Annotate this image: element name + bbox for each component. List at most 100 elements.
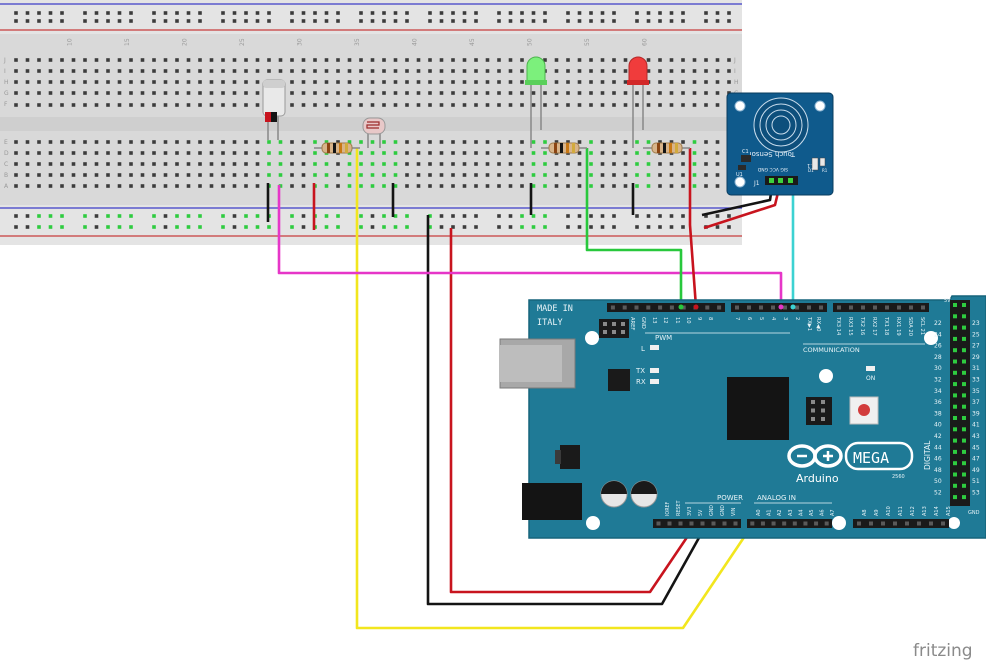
breadboard-hole[interactable] xyxy=(117,69,122,73)
breadboard-hole[interactable] xyxy=(669,173,674,177)
breadboard-hole[interactable] xyxy=(692,151,697,155)
rail-hole[interactable] xyxy=(520,214,524,218)
breadboard-hole[interactable] xyxy=(290,103,294,107)
breadboard-hole[interactable] xyxy=(382,80,386,84)
header-pin[interactable] xyxy=(760,521,765,526)
header-pin[interactable] xyxy=(962,449,966,454)
breadboard-hole[interactable] xyxy=(117,173,122,177)
breadboard-hole[interactable] xyxy=(129,184,133,188)
breadboard-hole[interactable] xyxy=(635,140,639,144)
breadboard-hole[interactable] xyxy=(347,162,352,166)
breadboard-hole[interactable] xyxy=(14,80,18,84)
breadboard-hole[interactable] xyxy=(152,162,156,166)
breadboard-hole[interactable] xyxy=(715,69,720,73)
header-pin[interactable] xyxy=(962,404,966,409)
breadboard-hole[interactable] xyxy=(129,80,133,84)
breadboard-hole[interactable] xyxy=(600,69,605,73)
breadboard-hole[interactable] xyxy=(612,151,616,155)
header-pin[interactable] xyxy=(953,438,957,443)
breadboard-hole[interactable] xyxy=(129,69,133,73)
rail-hole[interactable] xyxy=(359,225,363,229)
breadboard-hole[interactable] xyxy=(290,173,294,177)
breadboard-hole[interactable] xyxy=(301,140,306,144)
rail-hole[interactable] xyxy=(83,11,87,15)
rail-hole[interactable] xyxy=(508,214,513,218)
breadboard-hole[interactable] xyxy=(25,184,30,188)
breadboard-hole[interactable] xyxy=(71,162,76,166)
breadboard-hole[interactable] xyxy=(198,184,202,188)
breadboard-hole[interactable] xyxy=(221,151,225,155)
rail-hole[interactable] xyxy=(106,11,110,15)
breadboard-hole[interactable] xyxy=(577,69,582,73)
breadboard-hole[interactable] xyxy=(669,162,674,166)
breadboard-hole[interactable] xyxy=(290,162,294,166)
breadboard-hole[interactable] xyxy=(715,184,720,188)
breadboard-hole[interactable] xyxy=(370,69,375,73)
rail-hole[interactable] xyxy=(290,11,294,15)
breadboard-hole[interactable] xyxy=(589,80,593,84)
rail-hole[interactable] xyxy=(600,214,605,218)
rail-hole[interactable] xyxy=(129,19,133,23)
header-pin[interactable] xyxy=(953,483,957,488)
breadboard-hole[interactable] xyxy=(474,184,478,188)
breadboard-hole[interactable] xyxy=(589,58,593,62)
breadboard-hole[interactable] xyxy=(209,69,214,73)
breadboard-hole[interactable] xyxy=(612,69,616,73)
rail-hole[interactable] xyxy=(462,11,467,15)
breadboard-hole[interactable] xyxy=(267,69,271,73)
breadboard-hole[interactable] xyxy=(94,69,99,73)
breadboard-hole[interactable] xyxy=(704,103,708,107)
breadboard-hole[interactable] xyxy=(163,103,168,107)
rail-hole[interactable] xyxy=(646,19,651,23)
breadboard-hole[interactable] xyxy=(186,162,191,166)
breadboard-hole[interactable] xyxy=(566,80,570,84)
breadboard-hole[interactable] xyxy=(347,140,352,144)
breadboard-hole[interactable] xyxy=(83,184,87,188)
breadboard-hole[interactable] xyxy=(692,173,697,177)
rail-hole[interactable] xyxy=(635,214,639,218)
rail-hole[interactable] xyxy=(451,11,455,15)
rail-hole[interactable] xyxy=(117,214,122,218)
breadboard-hole[interactable] xyxy=(25,173,30,177)
breadboard-hole[interactable] xyxy=(221,162,225,166)
breadboard-hole[interactable] xyxy=(428,162,432,166)
breadboard-hole[interactable] xyxy=(704,69,708,73)
breadboard-hole[interactable] xyxy=(566,69,570,73)
header-pin[interactable] xyxy=(711,521,716,526)
breadboard-hole[interactable] xyxy=(520,91,524,95)
breadboard-hole[interactable] xyxy=(336,103,340,107)
breadboard-hole[interactable] xyxy=(577,151,582,155)
breadboard-hole[interactable] xyxy=(439,91,444,95)
header-pin[interactable] xyxy=(962,472,966,477)
breadboard-hole[interactable] xyxy=(301,69,306,73)
header-pin[interactable] xyxy=(962,348,966,353)
breadboard-hole[interactable] xyxy=(623,58,628,62)
header-pin[interactable] xyxy=(962,359,966,364)
breadboard-hole[interactable] xyxy=(474,151,478,155)
breadboard-hole[interactable] xyxy=(554,140,559,144)
breadboard-hole[interactable] xyxy=(623,184,628,188)
breadboard-hole[interactable] xyxy=(198,80,202,84)
rail-hole[interactable] xyxy=(336,225,340,229)
rail-hole[interactable] xyxy=(600,11,605,15)
breadboard-hole[interactable] xyxy=(152,69,156,73)
breadboard-hole[interactable] xyxy=(175,173,179,177)
rail-hole[interactable] xyxy=(382,11,386,15)
breadboard-hole[interactable] xyxy=(589,151,593,155)
header-pin[interactable] xyxy=(681,305,686,310)
breadboard-hole[interactable] xyxy=(566,184,570,188)
breadboard-hole[interactable] xyxy=(370,91,375,95)
breadboard-hole[interactable] xyxy=(290,80,294,84)
breadboard-hole[interactable] xyxy=(485,173,490,177)
breadboard-hole[interactable] xyxy=(439,103,444,107)
breadboard-hole[interactable] xyxy=(439,140,444,144)
rail-hole[interactable] xyxy=(727,214,731,218)
breadboard-hole[interactable] xyxy=(439,151,444,155)
breadboard-hole[interactable] xyxy=(129,173,133,177)
rail-hole[interactable] xyxy=(301,214,306,218)
breadboard-hole[interactable] xyxy=(359,91,363,95)
breadboard-hole[interactable] xyxy=(94,58,99,62)
rail-hole[interactable] xyxy=(474,225,478,229)
breadboard-hole[interactable] xyxy=(508,173,513,177)
header-pin[interactable] xyxy=(622,305,627,310)
